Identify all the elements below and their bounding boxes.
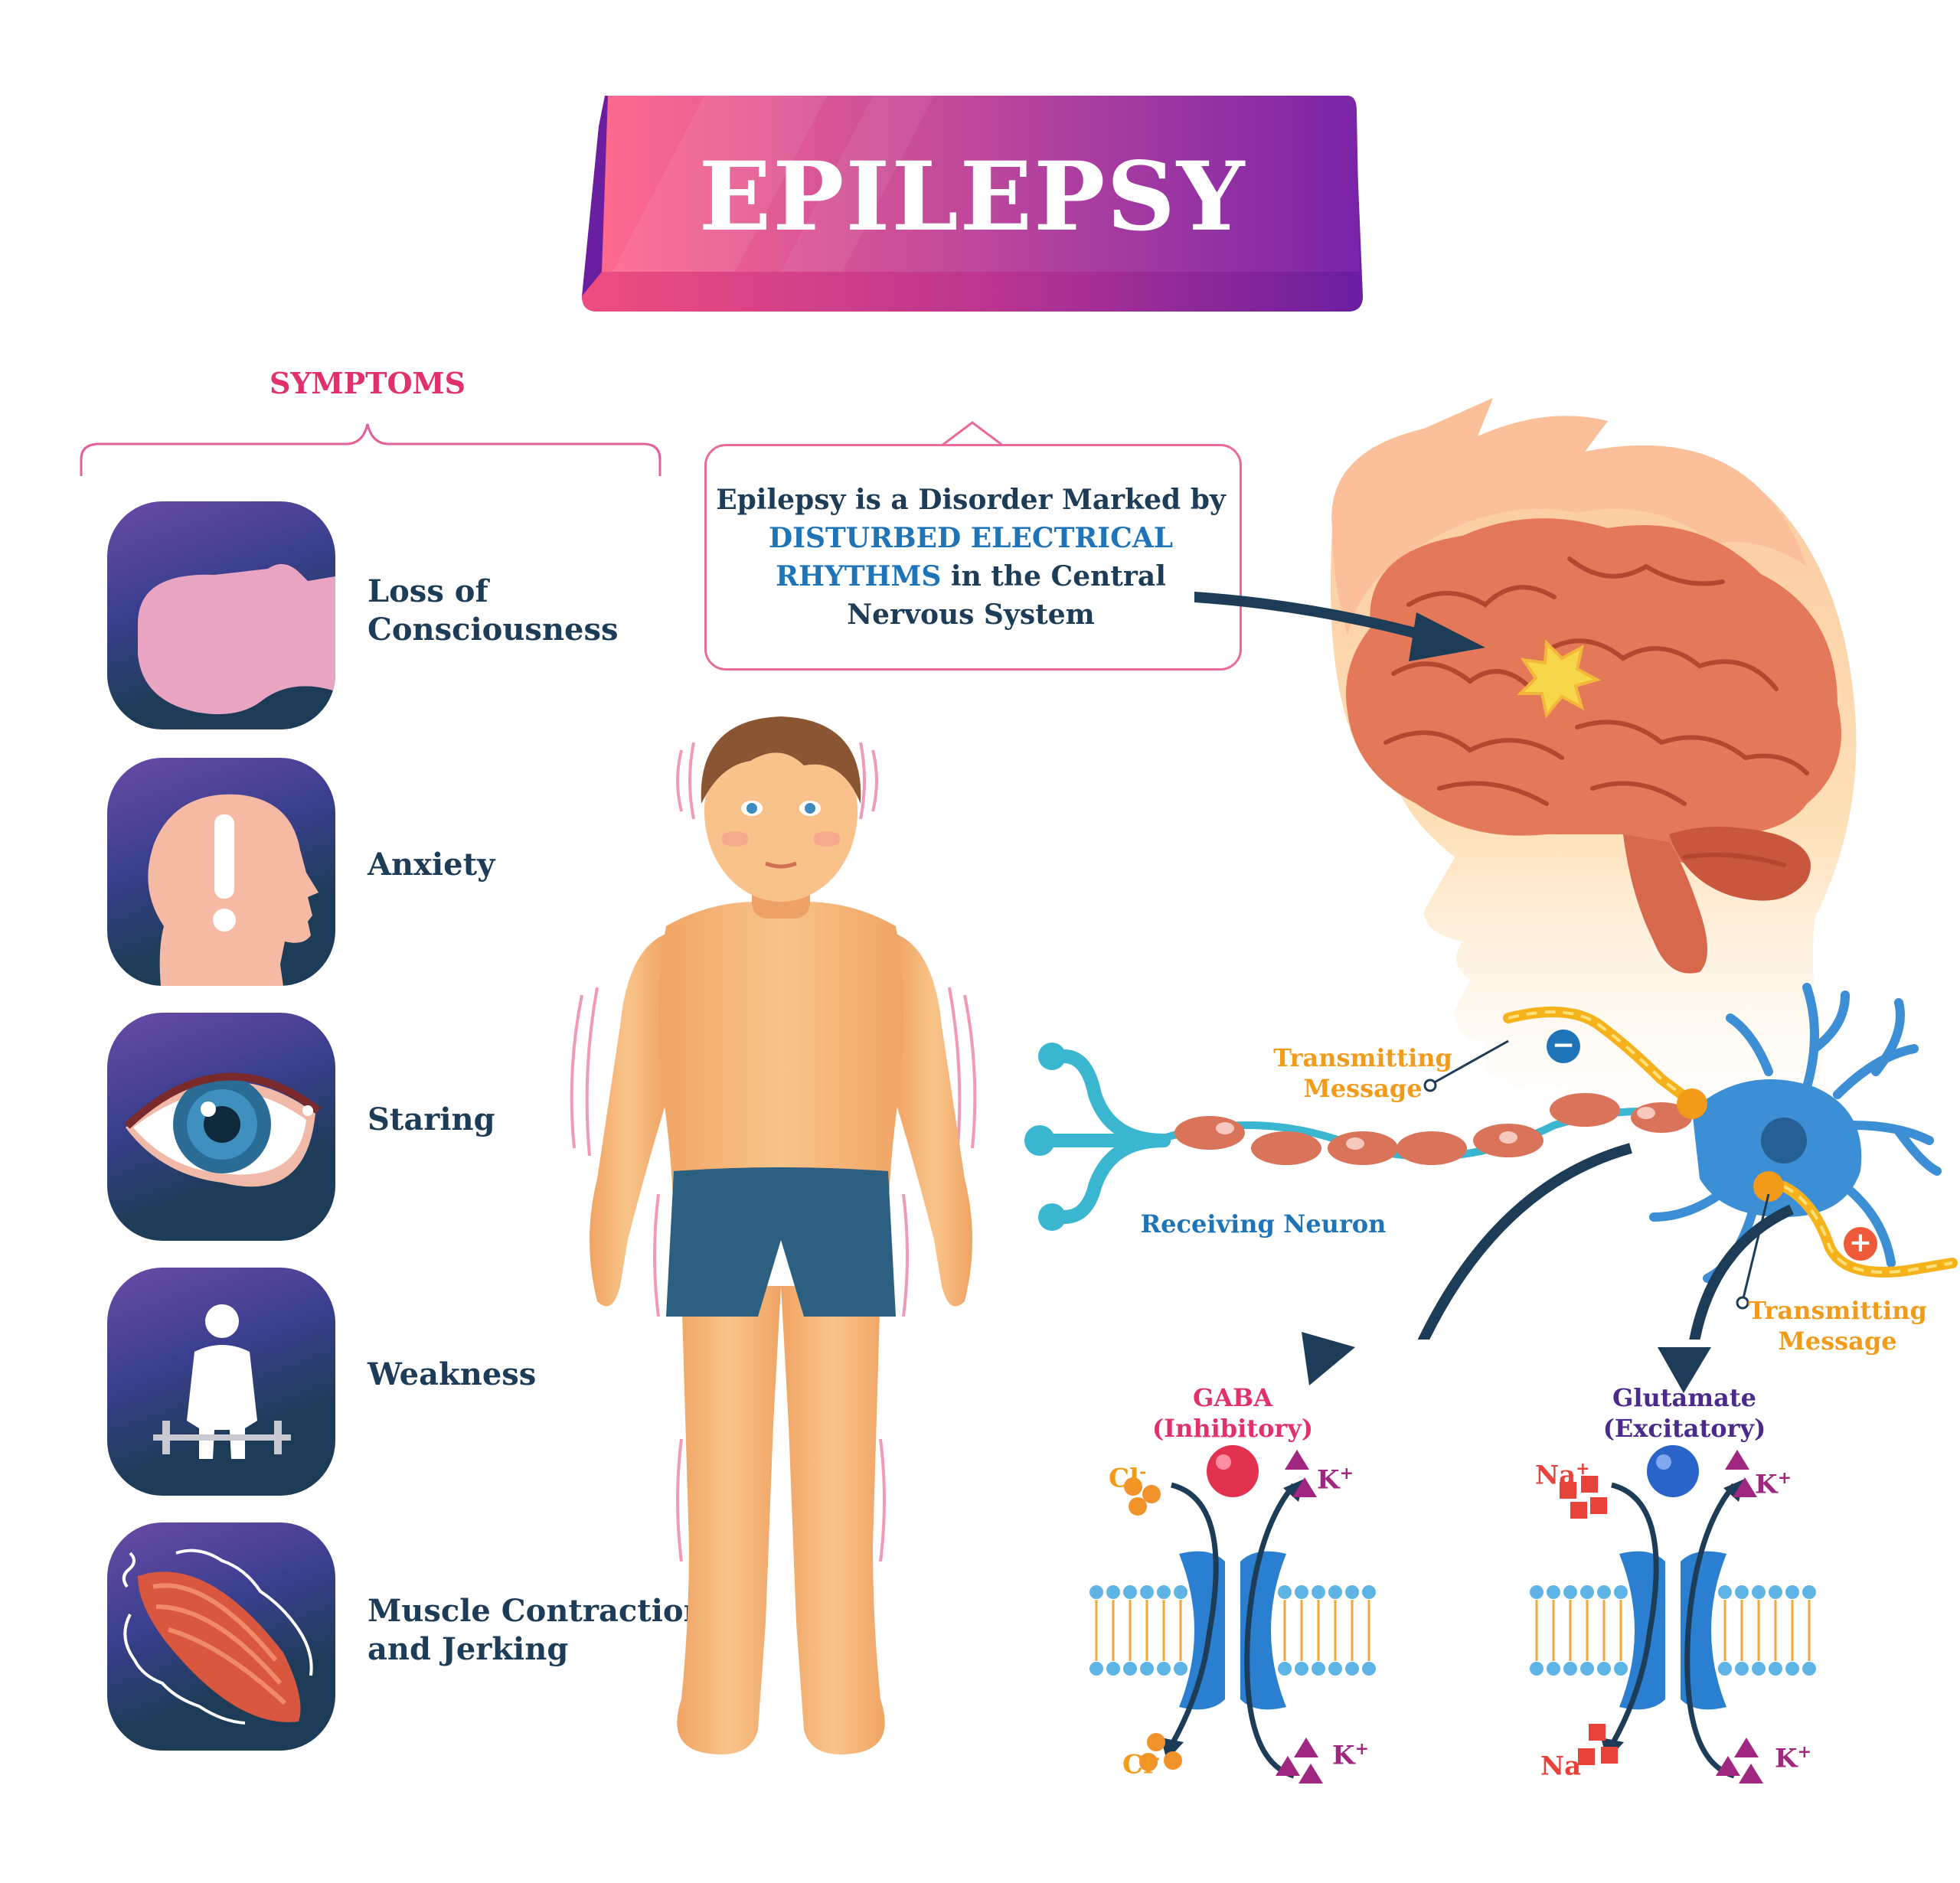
transmitting-top-line1: Transmitting <box>1273 1043 1452 1072</box>
callout-line3-rest: in the Central <box>941 560 1166 592</box>
page-title: EPILEPSY <box>698 142 1246 253</box>
symptom-label-anxiety: Anxiety <box>368 847 495 883</box>
brain <box>1346 518 1841 974</box>
k-gaba-bottom-symbol: K <box>1332 1740 1355 1771</box>
symptom-tile-weakness <box>107 1268 335 1496</box>
cl-bottom-symbol: Cl <box>1122 1749 1153 1780</box>
na-top-label: Na+ <box>1535 1459 1590 1490</box>
transmitting-bottom-line1: Transmitting <box>1748 1296 1927 1325</box>
minus-badge: − <box>1547 1030 1580 1063</box>
cl-bottom-charge: - <box>1152 1748 1161 1768</box>
na-top-charge: + <box>1576 1459 1590 1479</box>
na-bottom-symbol: Na <box>1540 1751 1582 1782</box>
symptom-label-consciousness-line1: Loss of <box>368 573 488 609</box>
k-gaba-bottom-label: K+ <box>1332 1739 1369 1770</box>
k-glu-bottom-label: K+ <box>1775 1742 1811 1774</box>
symptom-tile-anxiety <box>107 758 335 986</box>
arrow-to-glutamate <box>1658 1347 1711 1393</box>
weak-person-barbell-icon <box>153 1304 291 1459</box>
gaba-label: GABA (Inhibitory) <box>1118 1382 1348 1444</box>
k-gaba-top-label: K+ <box>1317 1464 1354 1495</box>
symptom-label-muscle-line1: Muscle Contraction <box>368 1593 706 1629</box>
neuron-diagram <box>1024 983 1958 1340</box>
boy-figure <box>570 716 977 1754</box>
gaba-label-line2: (Inhibitory) <box>1152 1414 1314 1443</box>
callout-text: Epilepsy is a Disorder Marked by DISTURB… <box>712 481 1230 634</box>
callout-line4: Nervous System <box>847 599 1095 631</box>
cl-top-label: Cl- <box>1109 1462 1146 1493</box>
plus-badge: + <box>1844 1227 1877 1261</box>
glutamate-label-line2: (Excitatory) <box>1602 1414 1766 1443</box>
k-glu-bottom-symbol: K <box>1775 1743 1798 1774</box>
unconscious-face-icon <box>138 563 335 729</box>
transmitting-message-bottom: Transmitting Message <box>1738 1295 1937 1356</box>
symptom-label-weakness: Weakness <box>368 1356 537 1392</box>
callout-highlight2: RHYTHMS <box>776 560 942 592</box>
symptom-label-muscle: Muscle Contraction and Jerking <box>368 1592 706 1669</box>
gaba-channel <box>1089 1445 1376 1783</box>
cl-bottom-label: Cl- <box>1122 1748 1160 1780</box>
transmitting-bottom-line2: Message <box>1778 1327 1897 1356</box>
receiving-neuron-label: Receiving Neuron <box>1140 1209 1387 1238</box>
symptom-label-consciousness: Loss of Consciousness <box>368 573 619 649</box>
symptom-label-staring: Staring <box>368 1101 495 1137</box>
glutamate-label: Glutamate (Excitatory) <box>1562 1382 1807 1444</box>
cl-top-symbol: Cl <box>1109 1463 1139 1494</box>
transmitting-message-top: Transmitting Message <box>1263 1043 1462 1104</box>
symptom-tile-muscle <box>107 1522 335 1751</box>
symptom-label-muscle-line2: and Jerking <box>368 1631 569 1667</box>
k-gaba-top-symbol: K <box>1317 1464 1340 1496</box>
callout-line1: Epilepsy is a Disorder Marked by <box>716 484 1226 516</box>
k-gaba-top-charge: + <box>1339 1464 1354 1483</box>
symptoms-header: SYMPTOMS <box>269 366 466 400</box>
arrow-to-gaba <box>1302 1332 1355 1385</box>
title-banner <box>582 96 1363 312</box>
exclamation-head-icon <box>148 794 318 986</box>
symptom-tile-consciousness <box>107 501 335 729</box>
callout-pointer <box>942 421 1003 447</box>
k-glu-bottom-charge: + <box>1797 1742 1811 1762</box>
glutamate-channel <box>1530 1445 1816 1783</box>
na-bottom-label: Na+ <box>1540 1750 1596 1781</box>
k-glu-top-charge: + <box>1777 1468 1792 1488</box>
callout-box <box>704 444 1242 671</box>
callout-arrow <box>1194 592 1485 661</box>
na-top-symbol: Na <box>1535 1460 1576 1491</box>
k-glu-top-symbol: K <box>1755 1469 1778 1500</box>
symptom-tile-staring <box>107 1013 335 1241</box>
na-bottom-charge: + <box>1581 1750 1596 1770</box>
symptom-label-consciousness-line2: Consciousness <box>368 612 619 648</box>
k-gaba-bottom-charge: + <box>1354 1739 1369 1759</box>
callout-highlight1: DISTURBED ELECTRICAL <box>768 522 1174 554</box>
symptoms-brace <box>80 423 662 476</box>
gaba-label-line1: GABA <box>1192 1383 1273 1412</box>
glutamate-label-line1: Glutamate <box>1612 1383 1756 1412</box>
transmitting-top-line2: Message <box>1303 1074 1423 1103</box>
k-glu-top-label: K+ <box>1755 1468 1792 1500</box>
eye-icon <box>124 1072 322 1187</box>
muscle-icon <box>122 1548 313 1725</box>
cl-top-charge: - <box>1138 1462 1147 1482</box>
